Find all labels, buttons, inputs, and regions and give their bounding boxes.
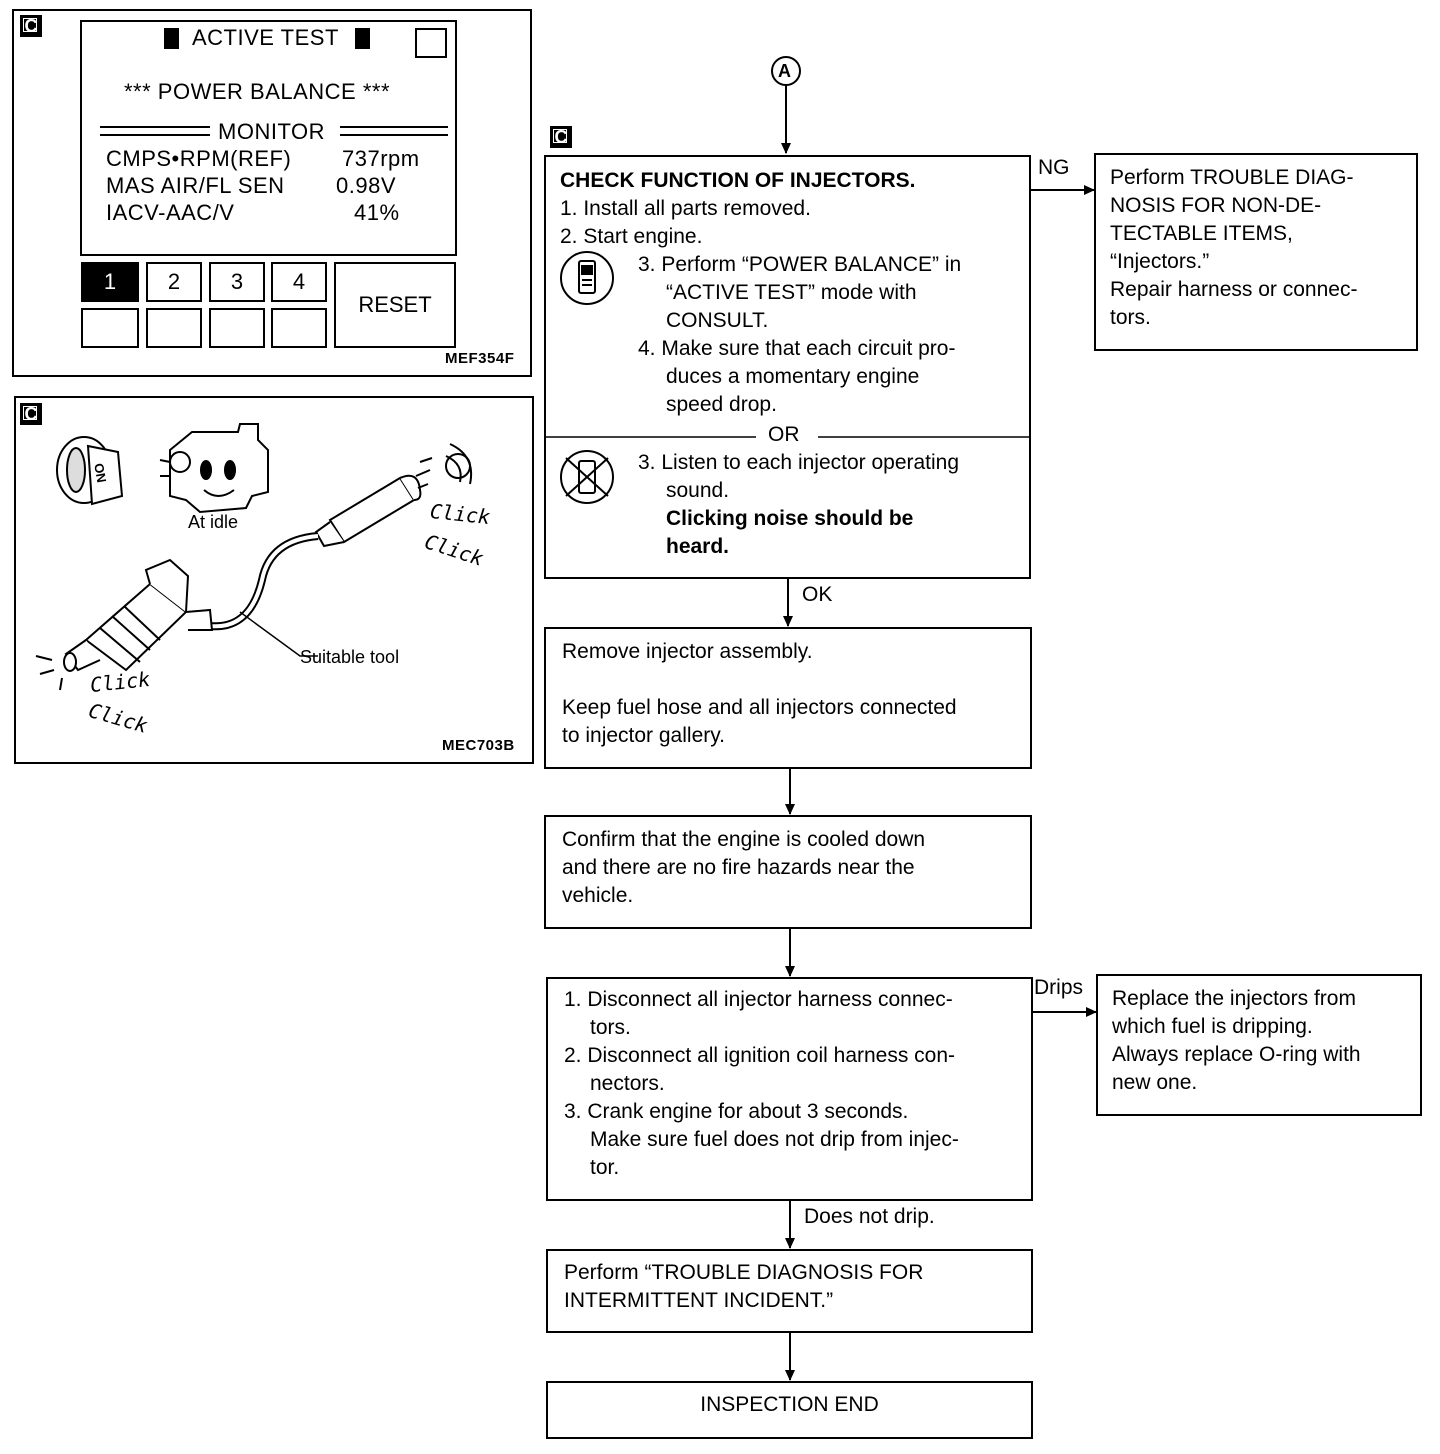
mode-title: *** POWER BALANCE *** [124,79,391,104]
replace-line: new one. [1112,1071,1198,1094]
disconnect-line: 1. Disconnect all injector harness conne… [564,988,953,1011]
check-step: 4. Make sure that each circuit pro- [638,337,956,360]
monitor-header: MONITOR [218,119,325,144]
ng-result-line: Repair harness or connec- [1110,278,1358,301]
monitor-row-label: MAS AIR/FL SEN [106,173,285,198]
disconnect-line: 3. Crank engine for about 3 seconds. [564,1100,909,1123]
screen-title: ACTIVE TEST [192,25,339,50]
check-step: 1. Install all parts removed. [560,197,811,220]
intermittent-line: INTERMITTENT INCIDENT.” [564,1289,834,1312]
ng-label: NG [1038,156,1070,179]
confirm-cooled-box [544,815,1032,929]
alt-step: 3. Listen to each injector operating [638,451,960,474]
key-1-button[interactable]: 1 [81,262,139,302]
ng-result-line: “Injectors.” [1110,250,1210,273]
intermittent-incident-box [546,1249,1033,1333]
no-drip-label: Does not drip. [804,1205,935,1228]
key-2-button[interactable]: 2 [146,262,202,302]
or-label: OR [768,423,800,446]
check-step: “ACTIVE TEST” mode with [666,281,917,304]
monitor-rule-right [340,126,448,136]
disconnect-line: 2. Disconnect all ignition coil harness … [564,1044,956,1067]
blank-key-button[interactable] [209,308,265,348]
check-step: duces a momentary engine [666,365,920,388]
disconnect-line: tor. [590,1156,620,1179]
blank-key-button[interactable] [146,308,202,348]
replace-line: Replace the injectors from [1112,987,1356,1010]
disconnect-line: nectors. [590,1072,665,1095]
alt-step-bold: Clicking noise should be [666,507,914,530]
disconnect-line: tors. [590,1016,631,1039]
check-step: speed drop. [666,393,777,416]
flow-c-tag: C [550,126,572,148]
check-step: CONSULT. [666,309,769,332]
lcd-display [80,20,457,256]
disconnect-crank-box [546,977,1033,1201]
remove-line: Keep fuel hose and all injectors connect… [562,696,957,719]
key-4-button[interactable]: 4 [271,262,327,302]
drips-label: Drips [1034,976,1084,999]
monitor-row-value: 737rpm [342,146,420,171]
ignition-key-icon [56,436,124,506]
replace-line: Always replace O-ring with [1112,1043,1361,1066]
at-idle-label: At idle [188,512,239,532]
figure1-c-tag: C [20,15,42,37]
confirm-line: vehicle. [562,884,634,907]
title-block-left-icon [164,28,179,49]
remove-line: to injector gallery. [562,724,726,747]
inspection-end-label: INSPECTION END [700,1393,879,1416]
stethoscope-tool-icon [209,474,422,631]
blank-key-button[interactable] [81,308,139,348]
blank-key-button[interactable] [271,308,327,348]
monitor-row-value: 41% [354,200,400,225]
remove-line: Remove injector assembly. [562,640,813,663]
check-injectors-box [544,155,1031,579]
engine-icon [159,423,269,514]
ng-result-line: TECTABLE ITEMS, [1110,222,1293,245]
replace-injectors-box [1096,974,1422,1116]
ng-result-box [1094,153,1418,351]
replace-line: which fuel is dripping. [1112,1015,1313,1038]
connector-a-label: A [778,61,791,81]
no-tools-icon [560,450,614,504]
tool-leader-line [239,611,318,657]
figure1-code: MEF354F [445,350,515,367]
check-step: 2. Start engine. [560,225,703,248]
ng-result-line: NOSIS FOR NON-DE- [1110,194,1322,217]
inspection-end-box [546,1381,1033,1439]
alt-step: sound. [666,479,730,502]
figure2-c-tag: C [20,403,42,425]
sound-lines-icon [35,655,63,691]
ok-label: OK [802,583,833,606]
intermittent-line: Perform “TROUBLE DIAGNOSIS FOR [564,1261,924,1284]
ng-result-line: Perform TROUBLE DIAG- [1110,166,1354,189]
suitable-tool-label: Suitable tool [300,647,400,667]
confirm-line: Confirm that the engine is cooled down [562,828,926,851]
sound-wave-icon [415,443,472,489]
title-block-right-icon [355,28,370,49]
check-step: 3. Perform “POWER BALANCE” in [638,253,962,276]
monitor-rule-left [100,126,210,136]
key-3-button[interactable]: 3 [209,262,265,302]
injector-icon [63,558,214,672]
disconnect-line: Make sure fuel does not drip from injec- [590,1128,959,1151]
remove-injector-box [544,627,1032,769]
monitor-row-label: IACV-AAC/V [106,200,235,225]
reset-button[interactable]: RESET [334,262,456,348]
screen-checkbox[interactable] [415,28,447,58]
confirm-line: and there are no fire hazards near the [562,856,915,879]
monitor-row-value: 0.98V [336,173,396,198]
alt-step-bold: heard. [666,535,730,558]
monitor-row-label: CMPS•RPM(REF) [106,146,292,171]
figure2-code: MEC703B [442,737,515,754]
ng-result-line: tors. [1110,306,1151,329]
consult-icon [560,251,614,305]
check-title: CHECK FUNCTION OF INJECTORS. [560,169,916,192]
